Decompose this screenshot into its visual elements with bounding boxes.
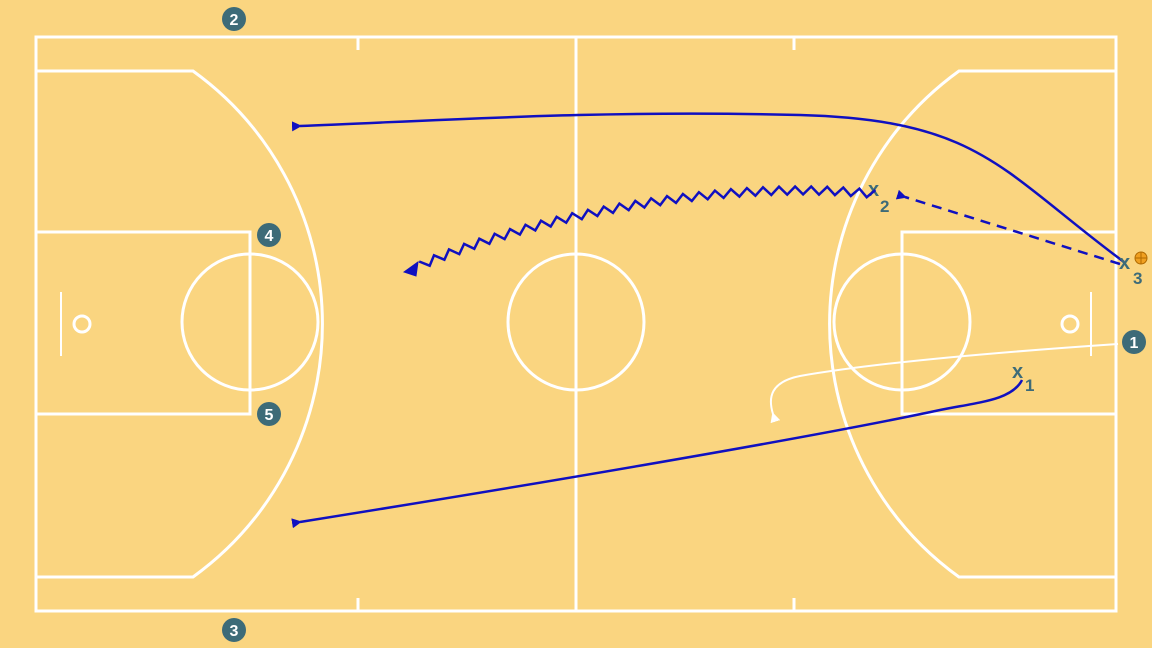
- left-hoop: [72, 314, 92, 334]
- pass-path-player-1: [769, 343, 1119, 424]
- defender-number: 2: [880, 197, 889, 216]
- dribble-zigzag: [418, 184, 877, 268]
- run-path-x3: [291, 112, 1125, 264]
- defender-number: 1: [1025, 376, 1034, 395]
- offense-player-5[interactable]: 5: [257, 402, 281, 426]
- defender-mark: x: [1012, 361, 1023, 383]
- defender-mark: x: [1119, 252, 1130, 274]
- court-lines: [34, 35, 1118, 613]
- offense-number: 1: [1130, 335, 1139, 352]
- center-circle: [506, 252, 646, 392]
- offense-number: 3: [230, 623, 239, 640]
- dribble-zigzag-line: [418, 184, 877, 268]
- run-path-x1: [291, 379, 1024, 529]
- right-hoop: [1060, 314, 1080, 334]
- offense-player-2[interactable]: 2: [222, 7, 246, 31]
- left-key: [34, 230, 252, 416]
- defender-x3[interactable]: x 3: [1119, 252, 1142, 288]
- offense-number: 5: [265, 407, 274, 424]
- offense-player-1[interactable]: 1: [1122, 330, 1146, 354]
- right-free-throw-circle: [832, 252, 972, 392]
- defender-number: 3: [1133, 269, 1142, 288]
- left-three-point-line: [36, 69, 324, 579]
- right-key: [900, 230, 1118, 416]
- offense-number: 4: [265, 228, 274, 245]
- left-free-throw-circle: [180, 252, 320, 392]
- offense-number: 2: [230, 12, 239, 29]
- dribble-arrowhead: [402, 260, 419, 277]
- basketball-icon: [1134, 251, 1148, 265]
- offense-player-4[interactable]: 4: [257, 223, 281, 247]
- defender-x1[interactable]: x 1: [1012, 361, 1034, 395]
- pass-path-x3-to-x2: [895, 189, 1121, 266]
- offense-player-3[interactable]: 3: [222, 618, 246, 642]
- play-actions: [291, 112, 1125, 529]
